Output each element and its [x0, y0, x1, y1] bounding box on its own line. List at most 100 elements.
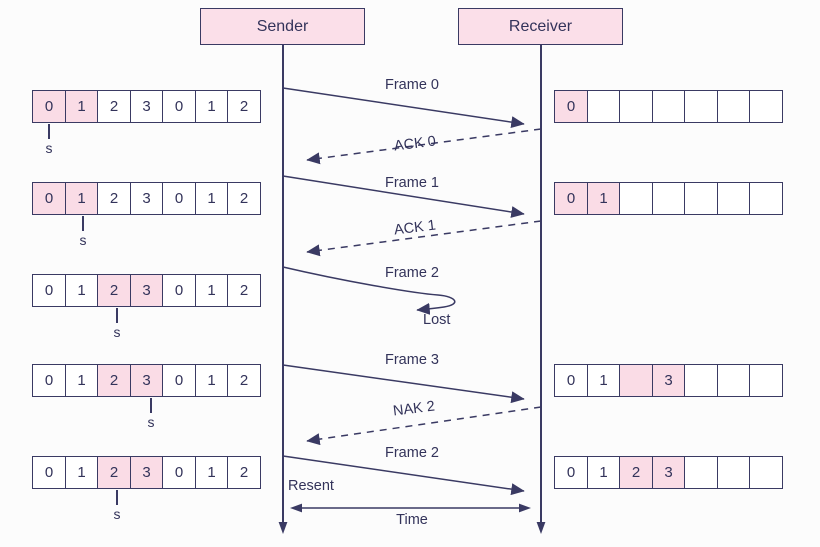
- window-cell: 0: [162, 90, 196, 123]
- buffer-cell: [619, 364, 653, 397]
- buffer-cell: 1: [586, 456, 621, 489]
- receiver-header: Receiver: [458, 8, 623, 45]
- buffer-cell: [716, 182, 751, 215]
- sender-window-row-4: 0 1 2 3 0 1 2: [32, 364, 261, 397]
- time-axis-right-arrowhead-icon: [519, 503, 531, 513]
- buffer-cell: [716, 364, 751, 397]
- buffer-cell: [651, 182, 686, 215]
- buffer-cell: [619, 90, 653, 123]
- nak-2-arrow: [306, 406, 542, 446]
- buffer-cell: [749, 90, 783, 123]
- frame-2-resend-arrow: [282, 455, 525, 496]
- window-cell: 2: [97, 182, 131, 215]
- sender-header: Sender: [200, 8, 365, 45]
- receiver-buffer-row-1: 0: [554, 90, 783, 123]
- window-cell: 3: [129, 90, 164, 123]
- sender-header-label: Sender: [256, 17, 309, 35]
- buffer-cell: 3: [651, 364, 686, 397]
- frame-3-arrow: [282, 364, 525, 404]
- buffer-cell: [684, 90, 718, 123]
- window-cell: 0: [162, 274, 196, 307]
- frame-2-label: Frame 2: [385, 265, 439, 281]
- window-cell: 3: [129, 182, 164, 215]
- buffer-cell: 0: [554, 364, 588, 397]
- window-cell: 1: [64, 90, 99, 123]
- window-cell: 1: [194, 274, 229, 307]
- buffer-cell: [586, 90, 621, 123]
- window-cell: 2: [97, 274, 131, 307]
- buffer-cell: [749, 182, 783, 215]
- window-cell: 2: [227, 364, 261, 397]
- window-pointer-label: s: [113, 506, 121, 522]
- lost-annotation: Lost: [423, 312, 451, 328]
- time-axis-left-arrowhead-icon: [290, 503, 302, 513]
- buffer-cell: 1: [586, 182, 621, 215]
- frame-2-resend-label: Frame 2: [385, 445, 439, 461]
- frame-3-label: Frame 3: [385, 352, 439, 368]
- window-cell: 3: [129, 456, 164, 489]
- window-cell: 2: [97, 456, 131, 489]
- resent-annotation: Resent: [288, 478, 334, 494]
- receiver-buffer-row-4: 0 1 2 3: [554, 456, 783, 489]
- window-pointer-tick: [116, 490, 118, 505]
- buffer-cell: [651, 90, 686, 123]
- frame-0-label: Frame 0: [385, 77, 439, 93]
- window-cell: 2: [227, 90, 261, 123]
- frame-2-lost-arrow: [282, 266, 456, 315]
- ack-0-arrow: [306, 128, 542, 165]
- ack-1-arrow: [306, 220, 542, 257]
- window-cell: 0: [32, 182, 66, 215]
- window-pointer-tick: [116, 308, 118, 323]
- window-cell: 3: [129, 364, 164, 397]
- sender-lifeline-arrowhead-icon: [278, 522, 288, 534]
- window-cell: 1: [194, 364, 229, 397]
- window-cell: 0: [32, 364, 66, 397]
- buffer-cell: 0: [554, 90, 588, 123]
- frame-1-label: Frame 1: [385, 175, 439, 191]
- window-cell: 2: [227, 182, 261, 215]
- window-pointer-label: s: [45, 140, 53, 156]
- buffer-cell: 1: [586, 364, 621, 397]
- sender-window-row-2: 0 1 2 3 0 1 2: [32, 182, 261, 215]
- sender-window-row-3: 0 1 2 3 0 1 2: [32, 274, 261, 307]
- window-cell: 1: [194, 182, 229, 215]
- buffer-cell: [619, 182, 653, 215]
- receiver-buffer-row-3: 0 1 3: [554, 364, 783, 397]
- buffer-cell: [684, 456, 718, 489]
- window-cell: 1: [64, 182, 99, 215]
- receiver-lifeline-arrowhead-icon: [536, 522, 546, 534]
- window-cell: 2: [97, 90, 131, 123]
- window-cell: 3: [129, 274, 164, 307]
- window-cell: 0: [162, 182, 196, 215]
- buffer-cell: [684, 182, 718, 215]
- frame-1-arrow: [282, 175, 525, 218]
- sender-window-row-5: 0 1 2 3 0 1 2: [32, 456, 261, 489]
- window-cell: 2: [97, 364, 131, 397]
- window-pointer-label: s: [147, 414, 155, 430]
- buffer-cell: [749, 364, 783, 397]
- window-cell: 2: [227, 274, 261, 307]
- window-pointer-tick: [150, 398, 152, 413]
- frame-0-arrow: [282, 87, 525, 129]
- window-cell: 1: [194, 456, 229, 489]
- window-pointer-tick: [48, 124, 50, 139]
- window-cell: 0: [32, 274, 66, 307]
- buffer-cell: [716, 90, 751, 123]
- window-pointer-label: s: [79, 232, 87, 248]
- buffer-cell: 0: [554, 182, 588, 215]
- buffer-cell: [716, 456, 751, 489]
- window-cell: 0: [32, 456, 66, 489]
- buffer-cell: [749, 456, 783, 489]
- buffer-cell: 2: [619, 456, 653, 489]
- buffer-cell: [684, 364, 718, 397]
- window-cell: 2: [227, 456, 261, 489]
- buffer-cell: 0: [554, 456, 588, 489]
- window-pointer-tick: [82, 216, 84, 231]
- window-cell: 0: [162, 364, 196, 397]
- sender-window-row-1: 0 1 2 3 0 1 2: [32, 90, 261, 123]
- receiver-header-label: Receiver: [508, 17, 573, 35]
- window-cell: 0: [32, 90, 66, 123]
- time-axis-label: Time: [396, 512, 428, 528]
